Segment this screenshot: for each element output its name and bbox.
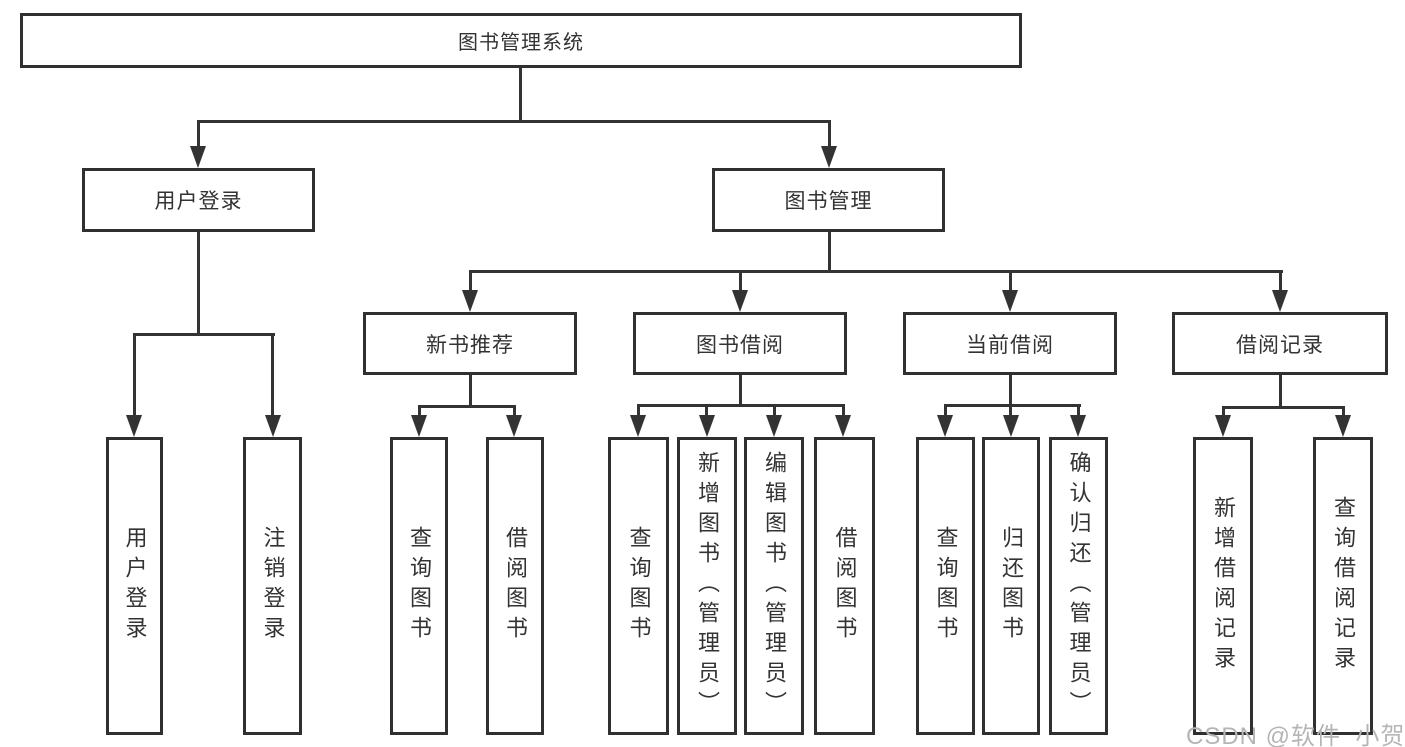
connector-line-h [637, 404, 845, 407]
arrow-down-icon [766, 415, 782, 437]
connector-line-v [705, 404, 708, 415]
connector-line-v [469, 270, 472, 290]
connector-line-h [133, 333, 275, 336]
connector-line-h [1222, 406, 1345, 409]
node-leaf-query-books-3-label: 查询图书 [933, 526, 959, 646]
connector-line-v [739, 270, 742, 290]
node-current-borrow: 当前借阅 [903, 312, 1117, 375]
arrow-down-icon [506, 415, 522, 437]
arrow-down-icon [190, 146, 206, 168]
node-user-login-label: 用户登录 [154, 190, 243, 213]
node-leaf-borrow-books-1: 借阅图书 [486, 437, 544, 735]
node-current-borrow-label: 当前借阅 [966, 333, 1054, 357]
connector-line-h [418, 405, 516, 408]
node-leaf-query-books-1: 查询图书 [390, 437, 448, 735]
arrow-down-icon [1215, 415, 1231, 437]
connector-line-v [739, 374, 742, 407]
node-leaf-borrow-books-1-label: 借阅图书 [503, 526, 528, 646]
connector-line-v [842, 404, 845, 415]
node-leaf-query-books-1-label: 查询图书 [407, 526, 432, 646]
arrow-down-icon [937, 415, 953, 437]
node-leaf-query-books-2-label: 查询图书 [626, 526, 652, 646]
connector-line-v [133, 333, 136, 415]
connector-line-h [944, 404, 1081, 407]
node-leaf-edit-books-admin: 编辑图书（管理员） [744, 437, 804, 735]
arrow-down-icon [699, 415, 715, 437]
connector-line-v [1279, 374, 1282, 408]
connector-line-v [944, 404, 947, 415]
node-leaf-query-borrow-record-label: 查询借阅记录 [1331, 496, 1356, 676]
csdn-watermark: CSDN @软件_小贺同学 [1186, 723, 1405, 747]
node-leaf-add-borrow-record: 新增借阅记录 [1193, 437, 1253, 735]
node-user-login: 用户登录 [82, 168, 315, 232]
connector-line-v [513, 405, 516, 415]
node-leaf-borrow-books-2-label: 借阅图书 [832, 526, 858, 646]
arrow-down-icon [411, 415, 427, 437]
node-leaf-confirm-return-admin-label: 确认归还（管理员） [1066, 451, 1092, 721]
node-leaf-logout: 注销登录 [243, 437, 302, 735]
node-book-management-label: 图书管理 [784, 190, 873, 213]
arrow-down-icon [1272, 290, 1288, 312]
arrow-down-icon [835, 415, 851, 437]
connector-line-v [828, 232, 831, 272]
connector-line-v [469, 375, 472, 408]
connector-line-v [197, 232, 200, 336]
connector-line-v [271, 333, 274, 415]
node-borrow-records: 借阅记录 [1172, 312, 1388, 375]
arrow-down-icon [1335, 415, 1351, 437]
connector-line-v [418, 405, 421, 415]
arrow-down-icon [821, 146, 837, 168]
node-leaf-add-books-admin: 新增图书（管理员） [677, 437, 737, 735]
node-root: 图书管理系统 [20, 13, 1022, 68]
connector-line-v [1279, 270, 1282, 290]
node-leaf-query-borrow-record: 查询借阅记录 [1313, 437, 1373, 735]
arrow-down-icon [732, 290, 748, 312]
arrow-down-icon [630, 415, 646, 437]
connector-line-v [1009, 374, 1012, 407]
arrow-down-icon [126, 415, 142, 437]
node-leaf-query-books-2: 查询图书 [608, 437, 669, 735]
node-leaf-edit-books-admin-label: 编辑图书（管理员） [762, 451, 787, 721]
connector-line-v [519, 68, 522, 120]
connector-line-v [1342, 406, 1345, 415]
node-leaf-borrow-books-2: 借阅图书 [814, 437, 875, 735]
arrow-down-icon [265, 415, 281, 437]
connector-line-v [828, 120, 831, 146]
connector-line-v [1009, 270, 1012, 290]
arrow-down-icon [1070, 415, 1086, 437]
node-book-borrow: 图书借阅 [633, 312, 847, 375]
arrow-down-icon [1002, 290, 1018, 312]
node-new-book-recommend: 新书推荐 [363, 312, 577, 375]
connector-line-v [197, 120, 200, 146]
node-leaf-confirm-return-admin: 确认归还（管理员） [1049, 437, 1108, 735]
arrow-down-icon [462, 290, 478, 312]
node-leaf-query-books-3: 查询图书 [916, 437, 975, 735]
connector-line-v [1077, 404, 1080, 415]
node-leaf-add-books-admin-label: 新增图书（管理员） [695, 451, 720, 721]
node-leaf-user-login-label: 用户登录 [122, 526, 148, 646]
node-root-label: 图书管理系统 [458, 32, 584, 54]
connector-line-h [469, 270, 1283, 273]
connector-line-v [637, 404, 640, 415]
node-book-borrow-label: 图书借阅 [696, 333, 784, 357]
node-leaf-return-books: 归还图书 [982, 437, 1040, 735]
node-book-management: 图书管理 [712, 168, 945, 232]
connector-line-v [1009, 404, 1012, 415]
connector-line-h [197, 120, 831, 123]
node-leaf-logout-label: 注销登录 [260, 526, 286, 646]
node-borrow-records-label: 借阅记录 [1236, 333, 1324, 357]
node-leaf-add-borrow-record-label: 新增借阅记录 [1211, 496, 1236, 676]
node-leaf-user-login: 用户登录 [106, 437, 163, 735]
node-leaf-return-books-label: 归还图书 [999, 526, 1024, 646]
node-new-book-recommend-label: 新书推荐 [426, 333, 514, 357]
arrow-down-icon [1003, 415, 1019, 437]
connector-line-v [773, 404, 776, 415]
connector-line-v [1222, 406, 1225, 415]
